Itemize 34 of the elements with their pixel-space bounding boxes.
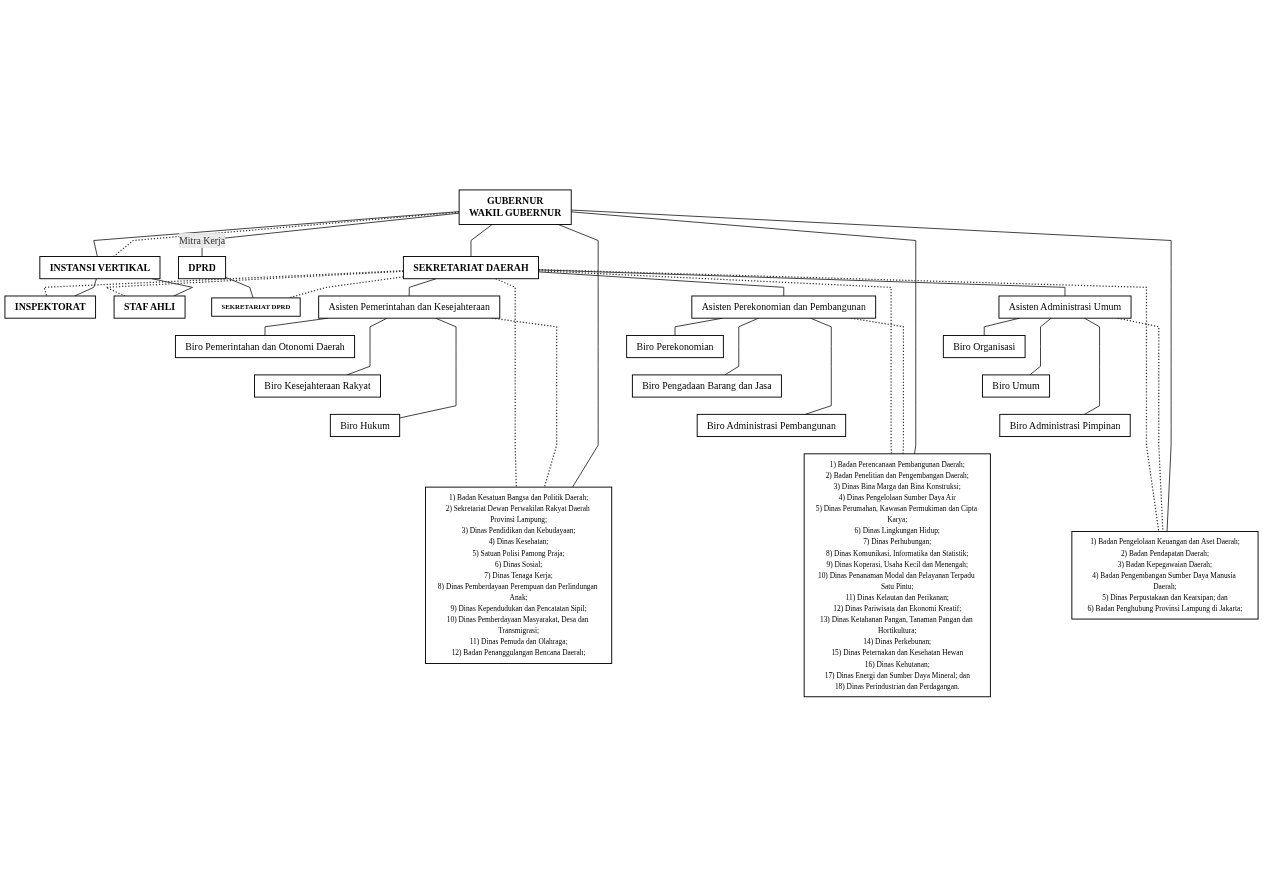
node-box: Biro Kesejahteraan Rakyat bbox=[254, 374, 381, 398]
node-box: DPRD bbox=[178, 256, 227, 280]
node-box: GUBERNUR WAKIL GUBERNUR bbox=[458, 189, 572, 226]
connector bbox=[537, 269, 1160, 533]
node-box: Biro Pengadaan Barang dan Jasa bbox=[631, 374, 782, 398]
connector bbox=[570, 209, 1172, 533]
connector bbox=[74, 278, 97, 297]
connector bbox=[105, 270, 405, 297]
connector bbox=[470, 224, 493, 258]
edge-label: Mitra Kerja bbox=[178, 235, 226, 246]
node-box: Asisten Administrasi Umum bbox=[998, 295, 1132, 319]
node-box: INSPEKTORAT bbox=[4, 295, 97, 319]
connector bbox=[1084, 317, 1100, 415]
node-box: Biro Pemerintahan dan Otonomi Daerah bbox=[174, 335, 356, 359]
node-box: Biro Administrasi Pembangunan bbox=[696, 414, 847, 438]
node-box: INSTANSI VERTIKAL bbox=[39, 256, 161, 280]
node-box: Biro Administrasi Pimpinan bbox=[999, 414, 1131, 438]
node-box: Biro Organisasi bbox=[942, 335, 1026, 359]
connector bbox=[408, 278, 437, 297]
connector bbox=[538, 269, 1066, 297]
node-box: Biro Umum bbox=[982, 374, 1051, 398]
node-box: SEKRETARIAT DAERAH bbox=[402, 256, 539, 280]
node-box: Asisten Perekonomian dan Pembangunan bbox=[691, 295, 877, 319]
connector bbox=[201, 212, 460, 258]
connector bbox=[399, 317, 457, 419]
node-box: STAF AHLI bbox=[113, 295, 186, 319]
node-box: Biro Hukum bbox=[329, 414, 401, 438]
connector bbox=[43, 270, 405, 297]
connector bbox=[538, 271, 785, 297]
connector bbox=[570, 211, 917, 455]
connector bbox=[225, 277, 254, 299]
node-box: Biro Perekonomian bbox=[626, 335, 724, 359]
node-box: Asisten Pemerintahan dan Kesejahteraan bbox=[318, 295, 501, 319]
connector bbox=[1029, 317, 1052, 376]
